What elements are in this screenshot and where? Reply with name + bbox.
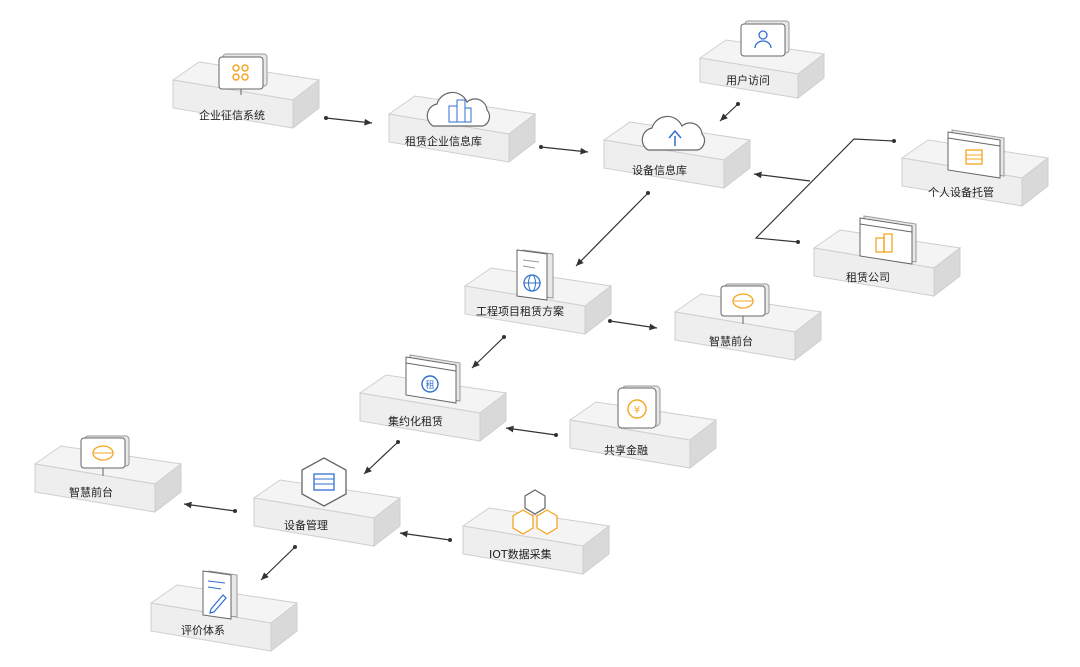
node-label: 租赁公司 <box>846 270 890 284</box>
edge-access-equipdb <box>719 102 740 122</box>
edge-finance-collect <box>505 425 558 437</box>
edge-hosting-company-equipdb <box>753 138 896 244</box>
node-label: 智慧前台 <box>709 334 753 348</box>
node-hosting[interactable]: 个人设备托管 <box>900 129 1050 208</box>
node-plan[interactable]: 工程项目租赁方案 <box>463 249 613 336</box>
brain-monitor-icon <box>720 283 770 324</box>
server-hexagon-icon <box>301 457 347 507</box>
edge-equipdb-plan <box>575 191 650 267</box>
edge-credit-leasedb <box>324 116 373 126</box>
node-company[interactable]: 租赁公司 <box>812 215 962 298</box>
edge-iot-manage <box>399 530 452 542</box>
cloud-building-icon <box>426 91 491 127</box>
node-front2[interactable]: 智慧前台 <box>33 435 183 514</box>
node-label: IOT数据采集 <box>489 547 552 561</box>
edge-plan-front <box>608 319 658 331</box>
pen-document-icon <box>202 570 238 620</box>
node-equipdb[interactable]: 设备信息库 <box>602 115 752 190</box>
edge-manage-front <box>183 501 237 513</box>
server-window-icon <box>947 129 1005 179</box>
lease-window-icon: 租 <box>405 354 461 404</box>
node-label: 设备管理 <box>284 518 328 532</box>
lease-badge: 租 <box>425 380 434 391</box>
node-credit[interactable]: 企业征信系统 <box>171 53 321 130</box>
edge-leasedb-equipdb <box>539 145 589 155</box>
user-icon <box>740 20 790 57</box>
node-label: 企业征信系统 <box>199 108 265 122</box>
yuan-coin-icon: ¥ <box>617 385 661 429</box>
building-window-icon <box>859 215 917 265</box>
edge-manage-rating <box>260 545 297 581</box>
grid-icon <box>218 53 268 95</box>
node-leasedb[interactable]: 租赁企业信息库 <box>387 91 537 164</box>
node-access[interactable]: 用户访问 <box>698 20 826 100</box>
node-manage[interactable]: 设备管理 <box>252 457 402 548</box>
edge-plan-collect <box>471 335 506 369</box>
node-label: 共享金融 <box>604 443 648 457</box>
node-label: 集约化租赁 <box>388 414 443 428</box>
brain-monitor-icon <box>80 435 130 476</box>
node-finance[interactable]: ¥ 共享金融 <box>568 385 718 470</box>
cloud-upload-icon <box>641 115 706 151</box>
node-label: 个人设备托管 <box>928 185 994 199</box>
node-front1[interactable]: 智慧前台 <box>673 283 823 362</box>
connectors <box>183 102 896 581</box>
hexagon-cluster-icon <box>512 489 558 535</box>
node-label: 租赁企业信息库 <box>405 134 482 148</box>
node-label: 工程项目租赁方案 <box>476 304 564 318</box>
node-label: 评价体系 <box>181 623 225 637</box>
node-label: 用户访问 <box>726 73 770 87</box>
node-iot[interactable]: IOT数据采集 <box>461 489 611 576</box>
node-label: 智慧前台 <box>69 485 113 499</box>
node-rating[interactable]: 评价体系 <box>149 570 299 653</box>
yuan-badge: ¥ <box>634 405 640 416</box>
node-label: 设备信息库 <box>632 163 687 177</box>
globe-document-icon <box>516 249 554 301</box>
node-collect[interactable]: 租 集约化租赁 <box>358 354 508 443</box>
edge-collect-manage <box>363 440 400 475</box>
